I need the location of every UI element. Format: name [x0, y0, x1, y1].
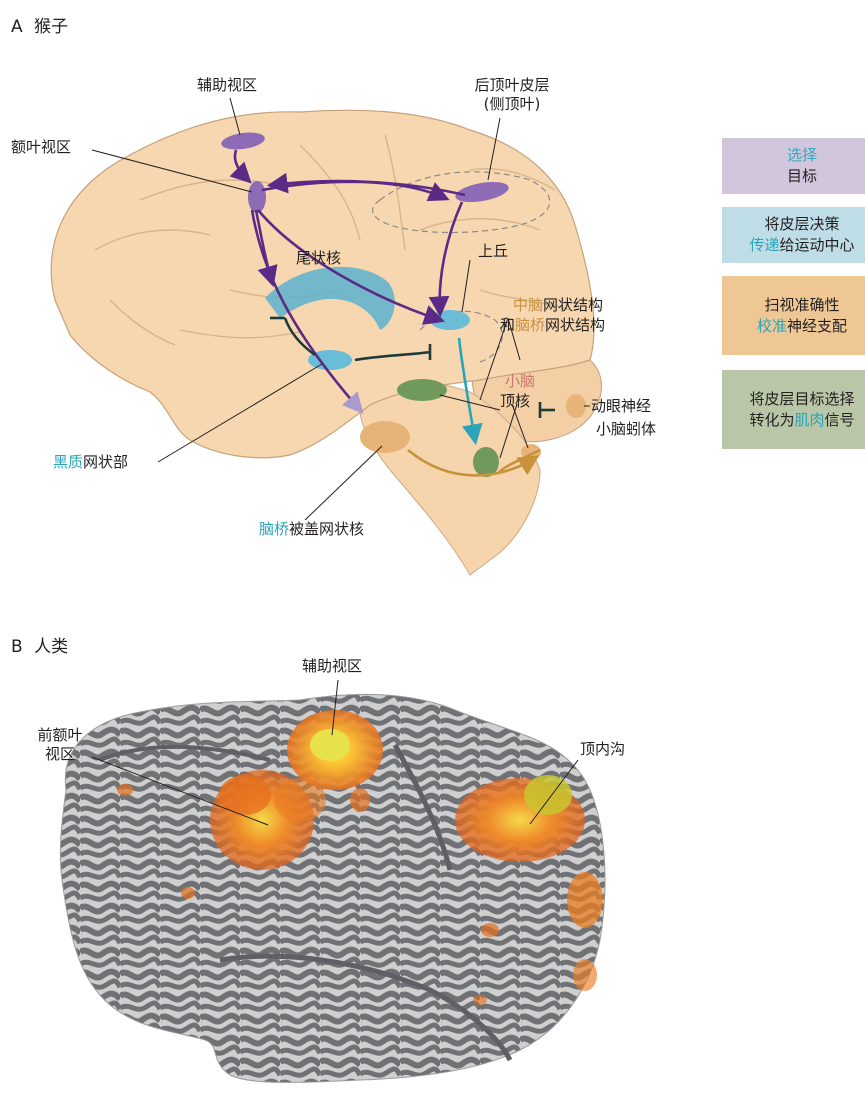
legend-select-target: 选择 目标	[722, 138, 865, 194]
legend-calibrate: 扫视准确性 校准神经支配	[722, 276, 865, 355]
label-nrtp-hl: 脑桥	[259, 520, 289, 538]
label-lip: 后顶叶皮层 (侧顶叶)	[466, 76, 558, 114]
legend-4-end: 信号	[825, 411, 855, 429]
label-b-pfef: 前额叶 视区	[28, 726, 92, 764]
legend-4-line1: 将皮层目标选择	[722, 389, 865, 410]
label-snr-hl: 黑质	[53, 453, 83, 471]
legend-3-hl: 校准	[757, 317, 787, 335]
label-cerebellum: 小脑	[505, 372, 535, 391]
label-snr: 黑质网状部	[53, 453, 128, 472]
label-mrf2-hl: 脑桥	[515, 316, 545, 334]
vermis-region	[566, 394, 586, 418]
panel-b-letter: B	[11, 637, 23, 657]
label-sef: 辅助视区	[197, 76, 257, 95]
label-mrf-hl: 中脑	[513, 296, 543, 314]
label-b-pfef-line2: 视区	[28, 745, 92, 764]
panel-b-caption: 人类	[34, 637, 68, 657]
legend-2-line1: 将皮层决策	[722, 214, 865, 235]
nrtp-region	[360, 421, 410, 453]
panel-b-title: B 人类	[11, 632, 68, 657]
label-nrtp: 脑桥被盖网状核	[259, 520, 364, 539]
legend-transform: 将皮层目标选择 转化为肌肉信号	[722, 370, 865, 449]
fef-region	[248, 181, 266, 213]
legend-2-hl: 传递	[749, 236, 779, 254]
label-vermis: 小脑蚓体	[596, 420, 656, 439]
label-lip-line1: 后顶叶皮层	[466, 76, 558, 95]
legend-relay-decision: 将皮层决策 传递给运动中心	[722, 207, 865, 263]
label-mrf2-rest: 网状结构	[545, 316, 605, 334]
legend-3-line2: 校准神经支配	[722, 316, 865, 337]
label-mrf-line2: 和脑桥网状结构	[500, 316, 605, 335]
label-b-sef: 辅助视区	[302, 657, 362, 676]
legend-3-rest: 神经支配	[787, 317, 847, 335]
label-mrf2-and: 和	[500, 316, 515, 334]
label-b-pfef-line1: 前额叶	[28, 726, 92, 745]
human-brain	[60, 465, 605, 1082]
legend-4-hl: 肌肉	[794, 411, 824, 429]
label-caudate: 尾状核	[296, 249, 341, 268]
legend-4-line2: 转化为肌肉信号	[722, 410, 865, 431]
label-fef: 额叶视区	[11, 138, 71, 157]
label-fastigial: 顶核	[500, 392, 530, 411]
legend-1-line2: 目标	[722, 166, 865, 187]
legend-2-rest: 给运动中心	[780, 236, 855, 254]
label-lip-line2: (侧顶叶)	[466, 95, 558, 114]
label-nrtp-rest: 被盖网状核	[289, 520, 364, 538]
label-mrf-rest: 网状结构	[543, 296, 603, 314]
label-snr-rest: 网状部	[83, 453, 128, 471]
label-mrf-line1: 中脑网状结构	[513, 296, 603, 315]
legend-3-line1: 扫视准确性	[722, 295, 865, 316]
label-sc: 上丘	[478, 242, 508, 261]
legend-1-line1: 选择	[722, 145, 865, 166]
mrf-region	[397, 379, 447, 401]
label-b-ips: 顶内沟	[580, 740, 625, 759]
label-oculomotor: 动眼神经	[591, 397, 651, 416]
legend-2-line2: 传递给运动中心	[722, 235, 865, 256]
legend-4-start: 转化为	[749, 411, 794, 429]
